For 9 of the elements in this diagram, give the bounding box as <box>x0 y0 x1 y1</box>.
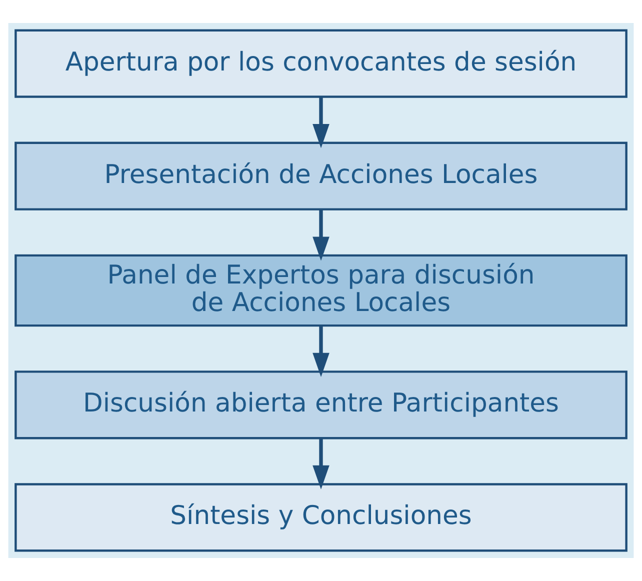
node-box: Síntesis y Conclusiones <box>14 483 628 552</box>
arrow <box>312 438 330 490</box>
node-box: Panel de Expertos para discusión de Acciones Locales <box>14 254 628 327</box>
arrow <box>312 96 330 148</box>
arrow <box>312 326 330 377</box>
node-box: Discusión abierta entre Participantes <box>14 370 628 440</box>
arrow <box>312 209 330 261</box>
node-box: Apertura por los convocantes de sesión <box>14 29 628 98</box>
node-box: Presentación de Acciones Locales <box>14 142 628 210</box>
